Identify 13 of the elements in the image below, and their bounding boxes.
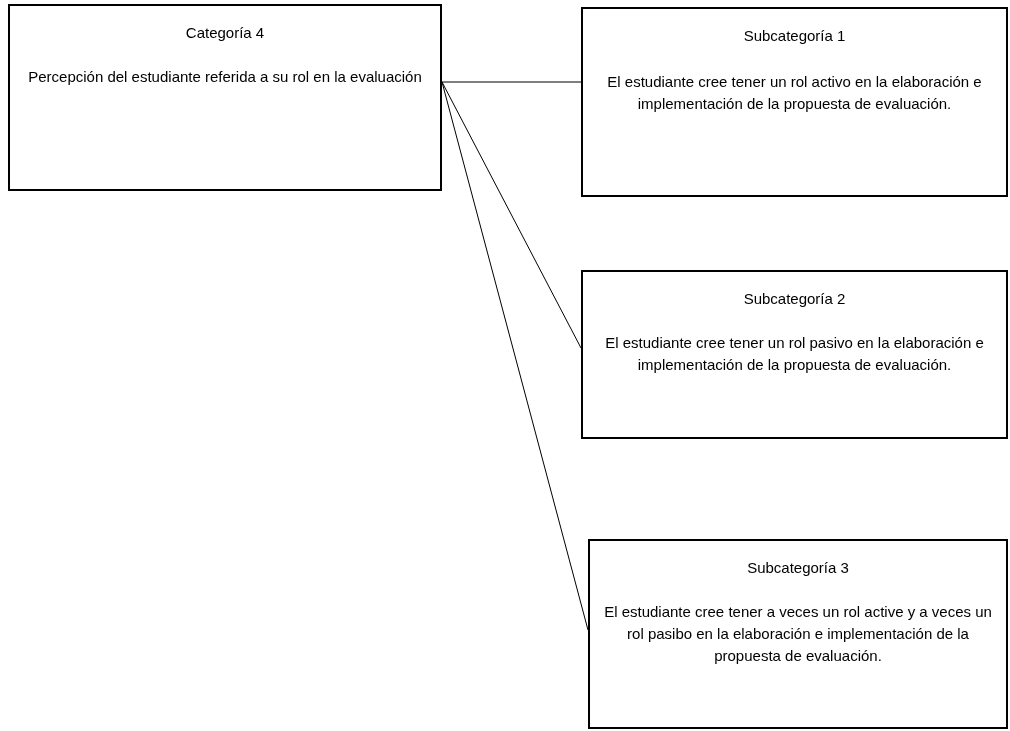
box-description: El estudiante cree tener un rol activo en la elaboración e implementación de la propuesta de evaluación. bbox=[606, 72, 983, 114]
text-box bbox=[581, 7, 1008, 197]
connector-line bbox=[441, 81, 582, 83]
box-description: El estudiante cree tener un rol pasivo en la elaboración e implementación de la propuesta de evaluación. bbox=[604, 333, 985, 375]
text-box bbox=[588, 539, 1008, 729]
box-heading: Subcategoría 3 bbox=[747, 558, 849, 578]
box-heading: Subcategoría 1 bbox=[743, 26, 846, 46]
box-heading: Subcategoría 2 bbox=[743, 289, 846, 309]
box-description: Percepción del estudiante referida a su rol en la evaluación bbox=[28, 67, 422, 87]
box-description: El estudiante cree tener a veces un rol active y a veces un rol pasibo en la elaboración e implementación de la propuesta de evaluación. bbox=[603, 602, 993, 666]
box-heading: Categoría 4 bbox=[185, 23, 265, 43]
text-box bbox=[581, 270, 1008, 439]
text-box bbox=[8, 4, 442, 191]
